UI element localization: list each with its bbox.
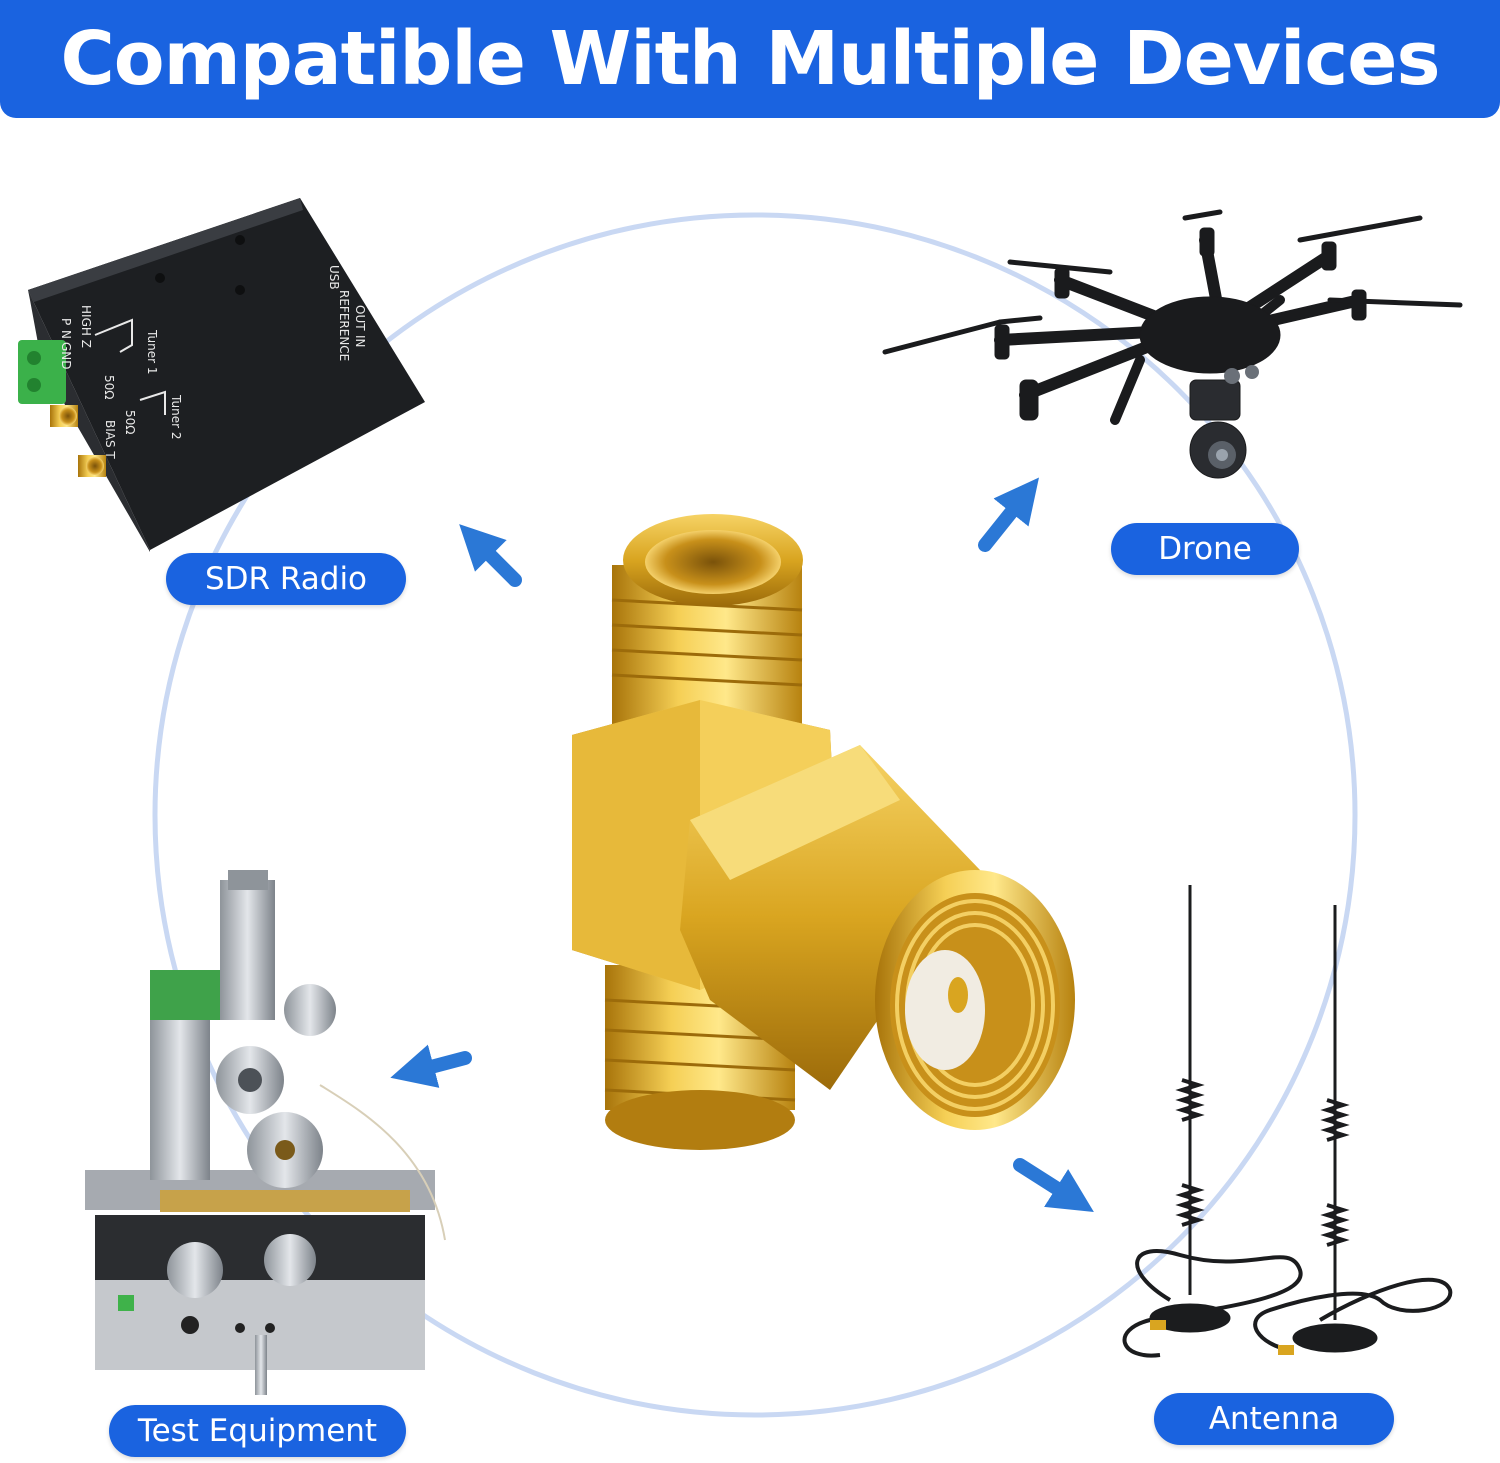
arrow-to-sdr-radio <box>459 524 522 587</box>
svg-text:BIAS T: BIAS T <box>103 420 117 459</box>
arrow-to-drone <box>978 477 1039 552</box>
page-title: Compatible With Multiple Devices <box>60 16 1440 102</box>
arrow-to-antenna <box>1013 1158 1094 1213</box>
svg-text:Tuner 1: Tuner 1 <box>145 329 159 374</box>
test-equipment-device <box>85 870 446 1395</box>
device-label-sdr-radio: SDR Radio <box>166 553 406 605</box>
antenna-device <box>1122 885 1453 1358</box>
svg-text:50Ω: 50Ω <box>102 375 116 399</box>
title-banner: Compatible With Multiple Devices <box>0 0 1500 118</box>
drone-device <box>882 209 1463 479</box>
svg-text:OUT: OUT <box>353 305 367 331</box>
svg-text:USB: USB <box>327 265 341 290</box>
svg-text:GND: GND <box>59 342 73 370</box>
device-label-drone: Drone <box>1111 523 1299 575</box>
sma-tee-adapter <box>572 514 1075 1150</box>
svg-text:P: P <box>59 318 73 325</box>
device-label-test-equipment: Test Equipment <box>109 1405 406 1457</box>
svg-text:N: N <box>59 330 73 339</box>
svg-text:Tuner 2: Tuner 2 <box>169 394 183 439</box>
device-label-antenna: Antenna <box>1154 1393 1394 1445</box>
connection-ring <box>152 212 1358 1418</box>
svg-text:REFERENCE: REFERENCE <box>337 290 351 361</box>
sdr-radio-device: USB REFERENCE OUT IN HIGH Z P N GND Tune… <box>18 198 425 552</box>
arrow-to-test-equipment <box>390 1044 472 1088</box>
svg-text:HIGH Z: HIGH Z <box>79 305 93 348</box>
svg-text:IN: IN <box>353 335 367 348</box>
svg-text:50Ω: 50Ω <box>123 410 137 434</box>
